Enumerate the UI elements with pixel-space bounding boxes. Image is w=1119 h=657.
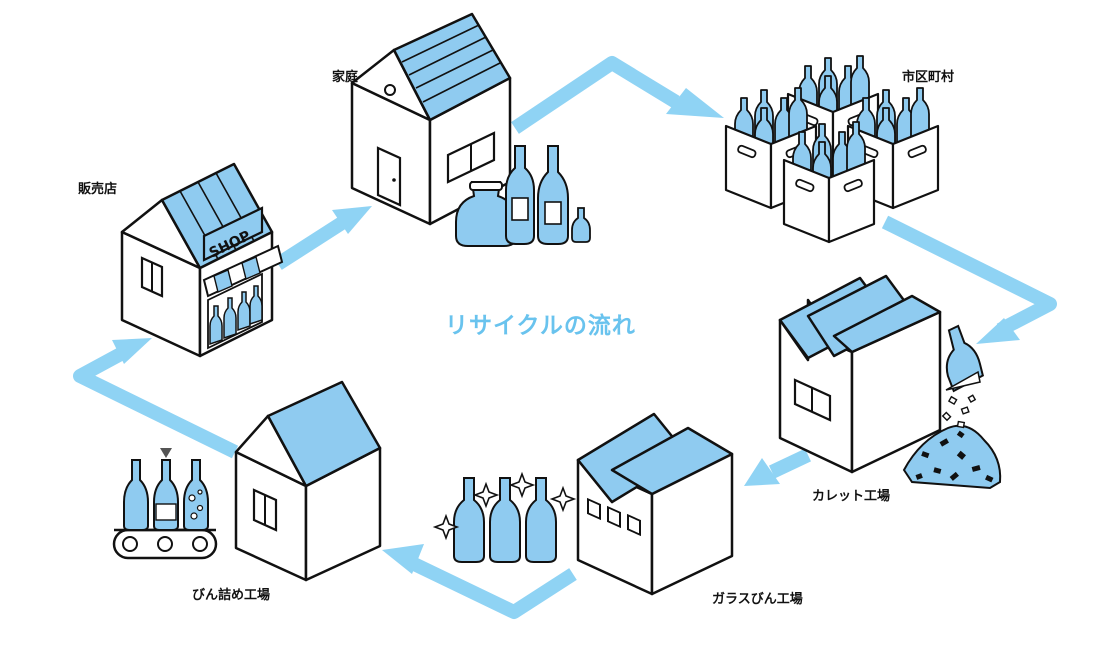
label-cullet-factory: カレット工場: [812, 489, 891, 504]
arrow-head-glass-to-bottling: [382, 544, 424, 574]
arrow-head-bottling-to-store: [112, 338, 152, 364]
arrow-head-municipality-to-cullet: [976, 318, 1020, 344]
cullet-factory-building: [778, 274, 942, 474]
arrow-head-cullet-to-glass: [744, 458, 780, 486]
glass-bottle-factory-building: [576, 412, 734, 596]
label-home: 家庭: [332, 70, 359, 85]
arrow-glass-to-bottling: [406, 555, 577, 619]
arrow-head-home-to-municipality: [666, 88, 724, 118]
cullet-bottle-and-pile: [902, 324, 1002, 490]
bottling-factory-building: [234, 380, 382, 582]
arrow-home-to-municipality: [511, 56, 680, 134]
arrow-bottling-to-store: [73, 343, 239, 459]
home-house: [350, 12, 512, 226]
store-awning: [202, 244, 284, 298]
label-bottling-factory: びん詰め工場: [192, 588, 271, 603]
label-municipality: 市区町村: [902, 70, 955, 85]
label-store: 販売店: [78, 182, 118, 197]
bottling-conveyor: [112, 448, 218, 560]
label-glass-bottle-factory: ガラスびん工場: [712, 592, 803, 607]
home-bottles: [455, 145, 591, 247]
arrow-head-store-to-home: [332, 206, 372, 234]
arrow-municipality-to-cullet: [881, 215, 1057, 337]
new-glass-bottles: [432, 471, 577, 563]
flow-arrows: [73, 56, 1057, 619]
diagram-title: リサイクルの流れ: [445, 313, 636, 339]
store-shelf-bottles: [207, 272, 263, 350]
arrow-store-to-home: [274, 215, 349, 270]
arrow-cullet-to-glass: [769, 448, 811, 479]
